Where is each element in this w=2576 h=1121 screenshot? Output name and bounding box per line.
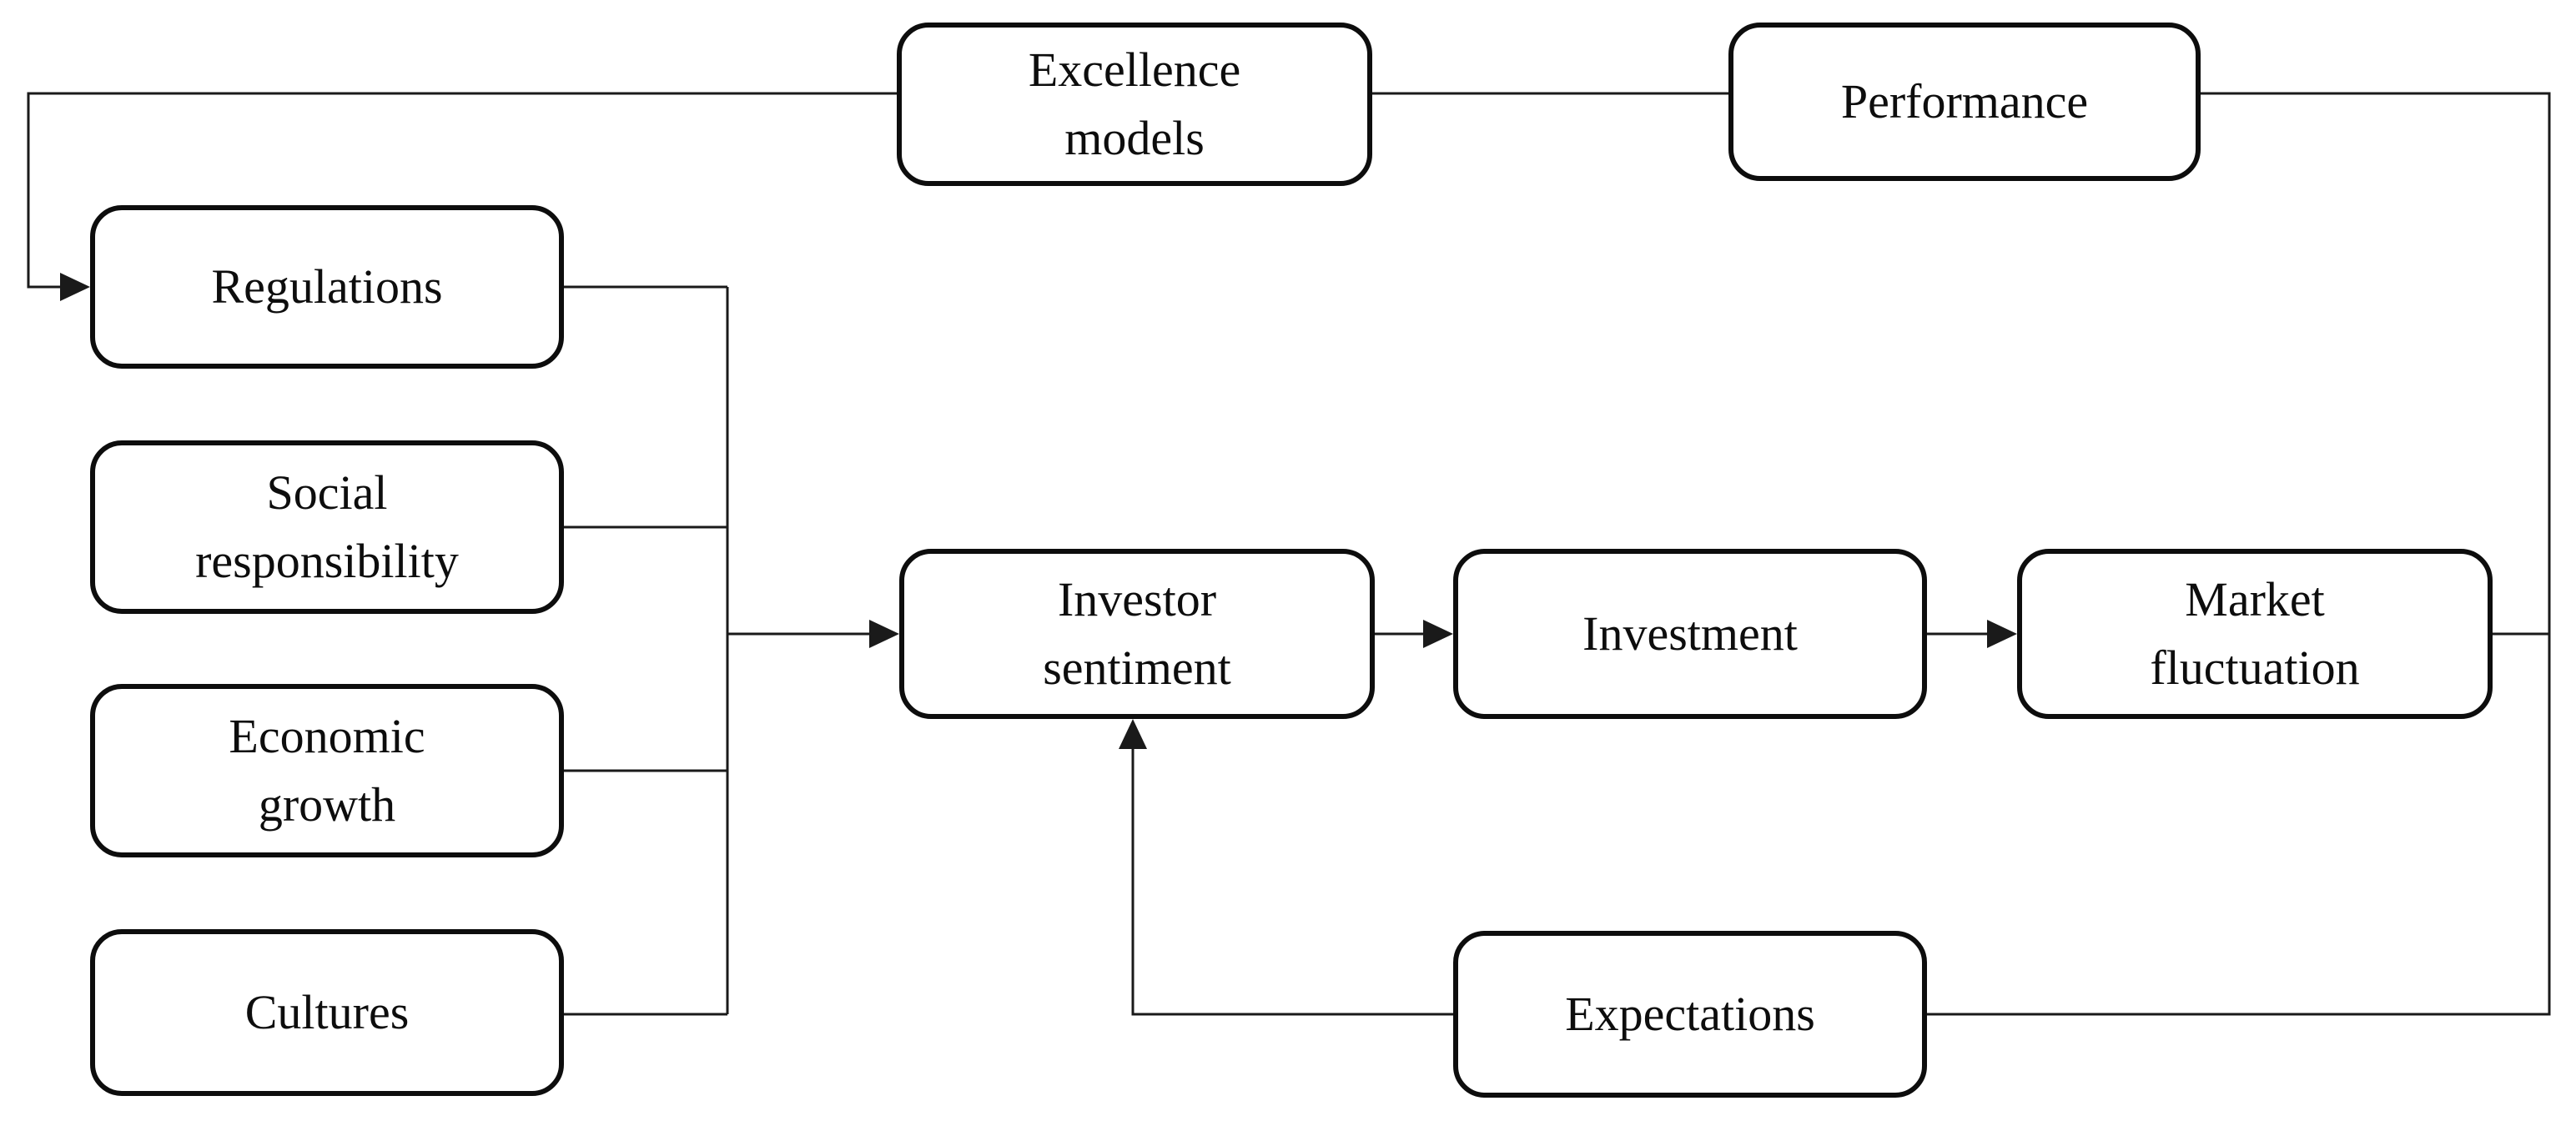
- arrowhead-into-regulations: [60, 273, 90, 301]
- node-label: growth: [258, 777, 396, 832]
- node-label: Cultures: [244, 984, 410, 1039]
- node-economic-growth: Economic growth: [90, 684, 564, 857]
- arrowhead-into-investor-sentiment: [869, 620, 899, 648]
- node-label: sentiment: [1043, 641, 1231, 695]
- node-label: Market: [2185, 571, 2325, 626]
- node-expectations: Expectations: [1453, 931, 1927, 1098]
- node-label: Social: [266, 465, 388, 520]
- arrowhead-into-market-fluctuation: [1987, 620, 2017, 648]
- node-label: models: [1064, 111, 1205, 165]
- node-label: Economic: [229, 708, 425, 763]
- node-label: Expectations: [1565, 986, 1815, 1041]
- node-market-fluctuation: Market fluctuation: [2017, 549, 2493, 719]
- node-label: Investment: [1582, 606, 1798, 661]
- node-label: Excellence: [1028, 42, 1241, 97]
- node-label: fluctuation: [2150, 641, 2360, 695]
- node-label: Regulations: [211, 259, 443, 314]
- arrowhead-into-investment: [1423, 620, 1453, 648]
- node-investor-sentiment: Investor sentiment: [899, 549, 1375, 719]
- edge-performance-right-rail-to-expectations: [1927, 92, 2551, 1016]
- node-regulations: Regulations: [90, 205, 564, 369]
- node-excellence-models: Excellence models: [897, 23, 1372, 186]
- node-social-responsibility: Social responsibility: [90, 440, 564, 614]
- node-cultures: Cultures: [90, 929, 564, 1096]
- node-performance: Performance: [1728, 23, 2201, 181]
- arrowhead-up-into-investor-sentiment: [1119, 719, 1147, 749]
- edge-excellence-to-regulations: [27, 92, 897, 289]
- node-label: Investor: [1057, 571, 1217, 626]
- node-investment: Investment: [1453, 549, 1927, 719]
- node-label: Performance: [1840, 73, 2089, 128]
- edge-expectations-to-investor-sentiment: [1131, 749, 1453, 1016]
- node-label: responsibility: [195, 534, 459, 588]
